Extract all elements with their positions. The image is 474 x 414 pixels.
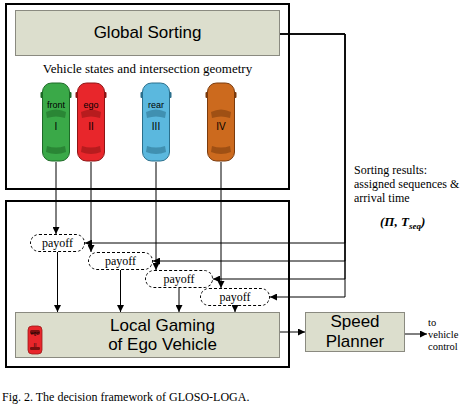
sorting-frame: Vehicle states and intersection geometry… [5, 3, 290, 190]
node-text: I [55, 122, 58, 132]
flow-arrow [179, 288, 180, 312]
car-window [146, 146, 166, 154]
payoff-box: payoff [145, 270, 213, 288]
symbol-text: (Π, T [380, 214, 409, 229]
node-text: rear [148, 100, 164, 110]
car-text: II [27, 342, 43, 348]
symbol-group: (Π, Tseq) [380, 214, 425, 231]
vehicle-car: frontI [40, 82, 72, 162]
car-window [46, 110, 66, 119]
car-body [28, 326, 42, 354]
car-window [211, 110, 231, 119]
ego-car-icon [27, 325, 43, 355]
node-text: payoff [163, 273, 194, 285]
node-text: Vehicle states and intersection geometry [7, 61, 288, 77]
vehicle-car: IV [205, 82, 237, 162]
car-window [81, 110, 101, 119]
car-body [43, 83, 70, 161]
node-text: II [88, 122, 94, 132]
output-text: to vehicle control [428, 317, 466, 353]
flow-arrow [120, 270, 121, 312]
process-box: Speed Planner [305, 312, 405, 352]
car-window [211, 146, 231, 154]
annotation-text: Sorting results: assigned sequences & ar… [354, 163, 462, 205]
node-text: front [47, 100, 65, 110]
symbol-text: ) [421, 214, 425, 229]
process-box: Local Gaming of Ego Vehicle [15, 312, 280, 358]
node-text: payoff [219, 291, 250, 303]
node-text: payoff [105, 255, 136, 267]
node-text: Global Sorting [94, 23, 202, 43]
node-text: III [152, 122, 160, 132]
car-body [78, 83, 105, 161]
vehicle-car: egoII [75, 82, 107, 162]
flow-arrow [57, 252, 58, 312]
car-text: ego [27, 330, 43, 336]
output-arrow [405, 334, 427, 335]
car-window [81, 146, 101, 154]
car-window [46, 146, 66, 154]
node-text: IV [216, 122, 225, 132]
node-text: payoff [42, 237, 73, 249]
figure-caption: Fig. 2. The decision framework of GLOSO-… [2, 390, 472, 405]
car-window [146, 110, 166, 119]
payoff-box: payoff [88, 252, 153, 270]
car-body [143, 83, 170, 161]
payoff-box: payoff [200, 288, 270, 306]
node-text: ego [83, 100, 98, 110]
flow-arrow [280, 332, 305, 333]
payoff-box: payoff [30, 234, 85, 252]
subscript-text: seq [409, 221, 421, 231]
vehicle-car: rearIII [140, 82, 172, 162]
car-body [208, 83, 235, 161]
process-box: Global Sorting [15, 10, 280, 56]
node-text: Speed Planner [306, 312, 404, 352]
node-text: Local Gaming of Ego Vehicle [104, 316, 222, 354]
